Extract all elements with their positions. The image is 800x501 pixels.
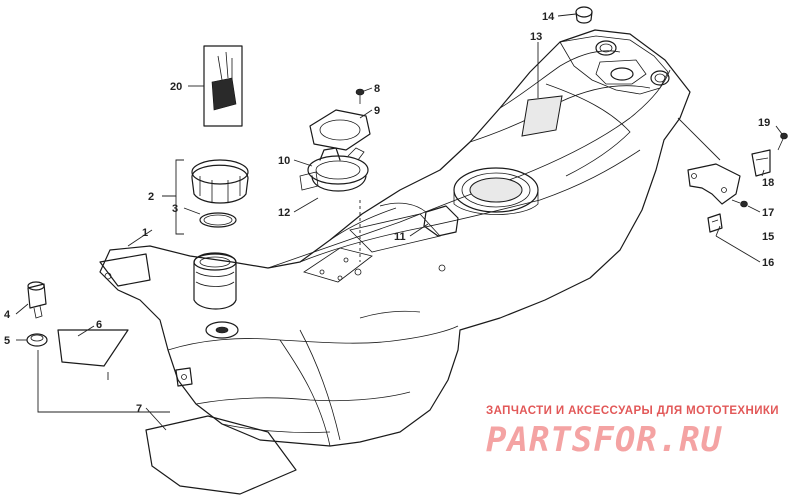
callout-11: 11 (394, 231, 406, 243)
callout-10: 10 (278, 155, 290, 167)
tank-label-decal (521, 95, 563, 137)
screw-17 (731, 199, 748, 208)
callout-9: 9 (374, 105, 380, 117)
o-ring (199, 212, 237, 228)
pump-gasket (309, 109, 371, 151)
callout-6: 6 (96, 319, 102, 331)
callout-5: 5 (4, 335, 10, 347)
callout-13: 13 (530, 31, 542, 43)
callout-1: 1 (142, 227, 148, 239)
callout-14: 14 (542, 11, 555, 23)
callout-2: 2 (148, 191, 154, 203)
callout-3: 3 (172, 203, 178, 215)
callout-17: 17 (762, 207, 774, 219)
pad-7 (145, 415, 297, 495)
bolt (355, 88, 365, 104)
drain-fitting (27, 281, 47, 319)
callout-4: 4 (4, 309, 11, 321)
callout-7: 7 (136, 403, 142, 415)
fuel-pump (299, 147, 369, 192)
wiring-connector-inset (203, 45, 243, 127)
watermark-tagline: ЗАПЧАСТИ И АКСЕССУАРЫ ДЛЯ МОТОТЕХНИКИ (486, 405, 779, 417)
callout-12: 12 (278, 207, 290, 219)
mounting-bracket (687, 163, 741, 205)
rubber-mount (707, 213, 723, 233)
callout-labels: 1 2 3 4 5 6 7 8 9 10 11 12 13 14 15 16 1… (4, 11, 774, 415)
callout-15: 15 (762, 231, 774, 243)
screw-19 (777, 132, 788, 151)
callout-16: 16 (762, 257, 774, 269)
clip (751, 149, 771, 177)
callout-19: 19 (758, 117, 770, 129)
callout-20: 20 (170, 81, 182, 93)
watermark-logo: PARTSFOR.RU (486, 420, 723, 460)
vent-cap (575, 6, 593, 24)
pad-6 (57, 329, 129, 367)
fuel-tank (99, 29, 691, 447)
fuel-cap (191, 159, 249, 204)
callout-8: 8 (374, 83, 380, 95)
leader-lines (15, 13, 783, 431)
callout-18: 18 (762, 177, 774, 189)
fuel-level-sensor (379, 202, 459, 237)
rubber-grommet (26, 333, 48, 347)
